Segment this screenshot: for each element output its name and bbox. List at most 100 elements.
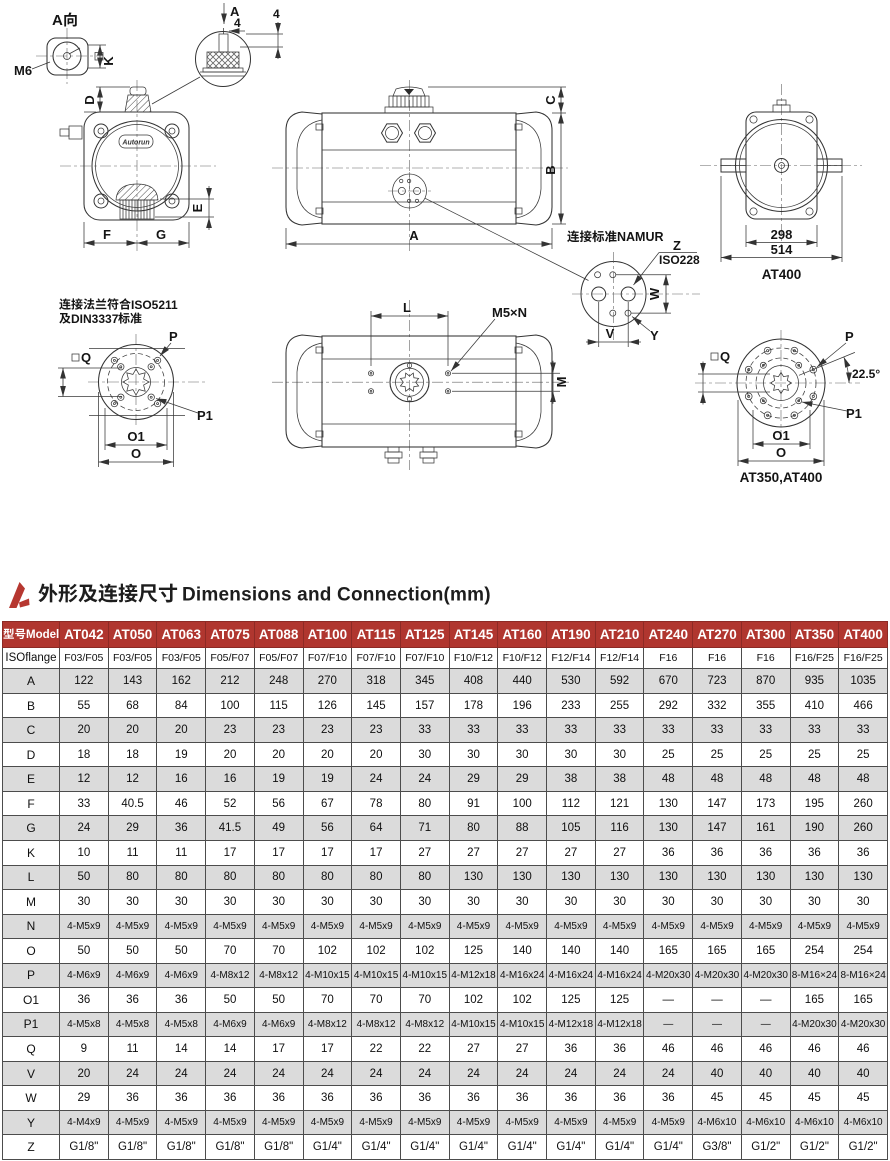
dim-label-b: B — [543, 165, 558, 174]
table-cell: 592 — [594, 668, 645, 694]
table-cell: 4-M6x10 — [789, 1109, 840, 1136]
table-cell: 20 — [156, 717, 207, 743]
drawings-area: K M6 A 4 4 Autorun — [0, 0, 890, 576]
table-cell: 8-M16×24 — [789, 962, 840, 989]
dim-label-q: Q — [81, 350, 91, 365]
table-cell: 102 — [302, 938, 353, 964]
table-cell: 16 — [205, 766, 255, 792]
table-cell: 50 — [253, 987, 304, 1013]
table-cell: F07/F10 — [302, 646, 353, 670]
brand-logo-text: Autorun — [121, 140, 149, 147]
table-cell: 4-M10x15 — [399, 962, 450, 989]
angle-label: 22.5° — [852, 367, 880, 381]
table-cell: 78 — [351, 790, 401, 817]
table-cell: 80 — [399, 790, 450, 817]
table-cell: 20 — [253, 741, 304, 768]
model-column-header: AT210 — [594, 621, 645, 648]
table-cell: 50 — [59, 864, 109, 891]
flange-bolt-holes-inner — [759, 361, 803, 405]
table-cell: 29 — [107, 815, 158, 841]
table-cell: 30 — [399, 889, 450, 915]
dim-label-o: O — [131, 446, 141, 461]
table-cell: 20 — [302, 741, 353, 768]
table-cell: 30 — [399, 741, 450, 768]
table-cell: 4-M5x9 — [643, 1109, 694, 1136]
table-cell: 24 — [302, 1060, 353, 1087]
table-cell: 36 — [789, 839, 840, 866]
table-cell: G1/4" — [594, 1134, 645, 1160]
table-cell: F16 — [643, 646, 694, 670]
table-cell: G1/8" — [107, 1134, 158, 1160]
table-cell: 870 — [740, 668, 791, 694]
table-cell: 30 — [497, 741, 548, 768]
table-cell: 55 — [59, 692, 109, 719]
table-cell: 29 — [59, 1085, 109, 1111]
table-cell: 4-M5x9 — [497, 1109, 548, 1136]
table-cell: 46 — [643, 1036, 694, 1062]
table-cell: 24 — [351, 766, 401, 792]
model-column-header: AT400 — [838, 621, 888, 648]
table-cell: 48 — [789, 766, 840, 792]
table-cell: 4-M5x9 — [497, 913, 548, 940]
table-cell: 130 — [643, 790, 694, 817]
table-cell: 102 — [351, 938, 401, 964]
table-cell: G1/4" — [546, 1134, 596, 1160]
table-cell: 935 — [789, 668, 840, 694]
table-cell: 80 — [107, 864, 158, 891]
table-cell: 125 — [594, 987, 645, 1013]
table-cell: 36 — [594, 1085, 645, 1111]
table-cell: 332 — [692, 692, 742, 719]
table-cell: 4-M5x9 — [156, 1109, 207, 1136]
table-cell: 30 — [302, 889, 353, 915]
table-cell: 50 — [59, 938, 109, 964]
table-cell: 17 — [205, 839, 255, 866]
table-cell: 27 — [546, 839, 596, 866]
dim-label-z: Z — [673, 238, 681, 253]
table-cell: 50 — [205, 987, 255, 1013]
table-cell: G1/4" — [351, 1134, 401, 1160]
dim-label-o1: O1 — [127, 429, 144, 444]
table-cell: 33 — [594, 717, 645, 743]
table-cell: — — [740, 1011, 791, 1038]
standard-label-iso228: ISO228 — [659, 253, 700, 267]
table-cell: G1/8" — [156, 1134, 207, 1160]
table-cell: 29 — [448, 766, 499, 792]
table-cell: 4-M6x9 — [107, 962, 158, 989]
table-cell: 36 — [594, 1036, 645, 1062]
table-cell: 19 — [156, 741, 207, 768]
table-cell: 125 — [546, 987, 596, 1013]
table-cell: 212 — [205, 668, 255, 694]
table-cell: 100 — [205, 692, 255, 719]
row-label: P1 — [2, 1011, 60, 1038]
thread-label-m6: M6 — [14, 63, 32, 78]
table-cell: 4-M6x9 — [156, 962, 207, 989]
row-label: K — [2, 839, 60, 866]
table-cell: G1/4" — [497, 1134, 548, 1160]
table-cell: 4-M8x12 — [399, 1011, 450, 1038]
table-cell: 4-M8x12 — [205, 962, 255, 989]
table-cell: 25 — [838, 741, 888, 768]
table-cell: G1/2" — [789, 1134, 840, 1160]
table-cell: 23 — [302, 717, 353, 743]
dim-label-p: P — [169, 329, 178, 344]
table-cell: 27 — [594, 839, 645, 866]
table-cell: 52 — [205, 790, 255, 817]
row-label: L — [2, 864, 60, 891]
table-cell: 17 — [253, 1036, 304, 1062]
table-cell: 8-M16×24 — [838, 962, 888, 989]
table-cell: 24 — [399, 766, 450, 792]
table-cell: 27 — [497, 1036, 548, 1062]
table-cell: 24 — [205, 1060, 255, 1087]
page-title: Dimensions and Connection(mm) — [38, 583, 491, 607]
table-cell: 4-M10x15 — [497, 1011, 548, 1038]
row-label: O1 — [2, 987, 60, 1013]
row-label: B — [2, 692, 60, 719]
table-cell: 4-M5x9 — [59, 913, 109, 940]
table-cell: 16 — [156, 766, 207, 792]
table-cell: 4-M16x24 — [546, 962, 596, 989]
